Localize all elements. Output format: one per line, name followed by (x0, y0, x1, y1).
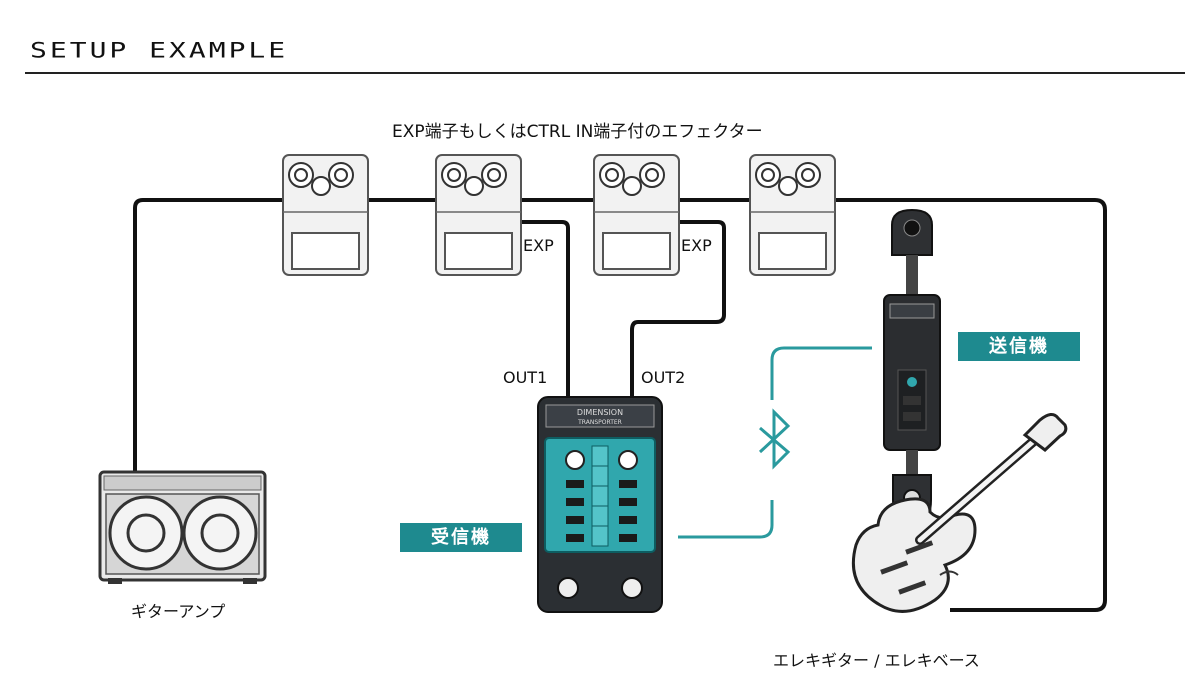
guitar-caption: エレキギター / エレキベース (773, 651, 980, 670)
effector-pedal-3 (593, 154, 680, 276)
exp-label-1: EXP (523, 236, 554, 255)
main-cable (133, 198, 1107, 612)
out2-label: OUT2 (641, 368, 686, 387)
electric-guitar-icon (851, 413, 1068, 613)
exp-label-2: EXP (681, 236, 712, 255)
guitar-amp-icon (98, 470, 267, 584)
page-title: SETUP EXAMPLE (30, 38, 289, 63)
effector-pedal-2 (435, 154, 522, 276)
wireless-link-line (678, 346, 872, 539)
exp-cable-1 (515, 220, 570, 400)
exp-cable-2 (630, 220, 726, 400)
transmitter-device (883, 208, 941, 527)
out1-label: OUT1 (503, 368, 548, 387)
receiver-model: TRANSPORTER (577, 419, 622, 426)
title-divider (25, 72, 1185, 74)
transmitter-badge: 送信機 (958, 332, 1080, 361)
amp-caption: ギターアンプ (131, 602, 226, 621)
effector-pedal-1 (282, 154, 369, 276)
bluetooth-icon (758, 408, 791, 470)
receiver-badge: 受信機 (400, 523, 522, 552)
effector-pedal-4 (749, 154, 836, 276)
receiver-brand: DIMENSION (577, 408, 623, 417)
receiver-device (537, 396, 663, 613)
effectors-caption: EXP端子もしくはCTRL IN端子付のエフェクター (392, 122, 763, 142)
